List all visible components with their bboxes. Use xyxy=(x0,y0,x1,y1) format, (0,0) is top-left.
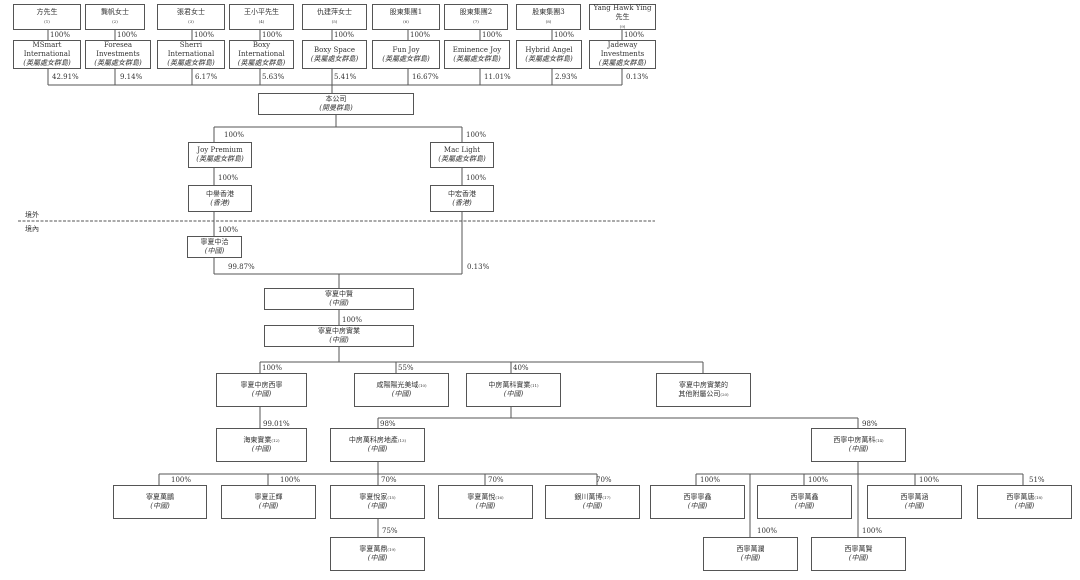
entity-xianyang: 咸陽陽光美域(10)(中國) xyxy=(354,373,449,407)
entity-zhonghong-hk: 中宏香港(香港) xyxy=(430,185,494,212)
pct-wanbo: 70% xyxy=(596,476,612,484)
shareholder-group-3: 股東集團3(8) xyxy=(516,4,581,30)
entity-yinchuan-wanbo: 銀川萬博(17)(中國) xyxy=(545,485,640,519)
entity-ningxia-wanpeng: 寧夏萬鵬(中國) xyxy=(113,485,207,519)
stake-pct: 2.93% xyxy=(555,73,578,81)
holding-pct: 100% xyxy=(194,31,215,39)
pct-joy-premium: 100% xyxy=(224,131,245,139)
entity-other-subsidiaries: 寧夏中房實業的其他附屬公司(20) xyxy=(656,373,751,407)
vehicle-boxy-space: Boxy Space(英屬處女群島) xyxy=(302,40,367,69)
entity-ningxia-wanding: 寧夏萬鼎(19)(中國) xyxy=(330,537,425,571)
pct-wanpeng: 100% xyxy=(171,476,192,484)
entity-xining-wanxin: 西寧萬鑫(中國) xyxy=(757,485,852,519)
stake-pct: 6.17% xyxy=(195,73,218,81)
offshore-label: 境外 xyxy=(25,211,39,219)
holding-pct: 100% xyxy=(334,31,355,39)
holding-pct: 100% xyxy=(624,31,645,39)
pct-ningxia-zf-shiye: 100% xyxy=(342,316,363,324)
onshore-label: 境內 xyxy=(25,225,39,233)
entity-xining-ningxin: 西寧寧鑫(中國) xyxy=(650,485,745,519)
entity-haidong: 海東實業(12)(中國) xyxy=(216,428,307,462)
vehicle-hybrid-angel: Hybrid Angel(英屬處女群島) xyxy=(516,40,582,69)
pct-wanding: 75% xyxy=(382,527,398,535)
shareholder-group-2: 股東集團2(7) xyxy=(444,4,508,30)
entity-zf-wanke-shiye: 中房萬科實業(11)(中國) xyxy=(466,373,561,407)
entity-xining-wanxian: 西寧萬賢(中國) xyxy=(811,537,906,571)
entity-joy-premium: Joy Premium(英屬處女群島) xyxy=(188,142,252,168)
pct-xianyang: 55% xyxy=(398,364,414,372)
shareholder-zhang: 張君女士(3) xyxy=(157,4,225,30)
stake-pct: 5.41% xyxy=(334,73,357,81)
entity-zhongyu-hk: 中譽香港(香港) xyxy=(188,185,252,212)
pct-wanlan: 100% xyxy=(757,527,778,535)
stake-pct: 16.67% xyxy=(412,73,439,81)
pct-zhenghui: 100% xyxy=(280,476,301,484)
vehicle-fun-joy: Fun Joy(英屬處女群島) xyxy=(372,40,440,69)
entity-xining-wantang: 西寧萬唐(18)(中國) xyxy=(977,485,1072,519)
stake-pct: 5.63% xyxy=(262,73,285,81)
pct-mac-light: 100% xyxy=(466,131,487,139)
entity-xining-zf-wanke: 西寧中房萬科(14)(中國) xyxy=(811,428,906,462)
pct-wantang: 51% xyxy=(1029,476,1045,484)
holding-pct: 100% xyxy=(410,31,431,39)
holding-pct: 100% xyxy=(50,31,71,39)
pct-ningxia-zhongqia: 100% xyxy=(218,226,239,234)
pct-zf-wanke-shiye: 40% xyxy=(513,364,529,372)
shareholder-gong: 龔帆女士(2) xyxy=(85,4,145,30)
vehicle-eminence-joy: Eminence Joy(英屬處女群島) xyxy=(444,40,510,69)
pct-yuejia: 70% xyxy=(381,476,397,484)
shareholder-group-1: 股東集團1(6) xyxy=(372,4,440,30)
entity-mac-light: Mac Light(英屬處女群島) xyxy=(430,142,494,168)
holding-pct: 100% xyxy=(262,31,283,39)
stake-pct: 42.91% xyxy=(52,73,79,81)
entity-xining-wanlan: 西寧萬瀾(中國) xyxy=(703,537,798,571)
entity-xining-wanhan: 西寧萬涵(中國) xyxy=(867,485,962,519)
entity-ningxia-zf-xining: 寧夏中房西寧(中國) xyxy=(216,373,307,407)
shareholder-wang: 王小平先生(4) xyxy=(229,4,294,30)
shareholder-fang: 方先生(1) xyxy=(13,4,81,30)
pct-wanxian: 100% xyxy=(862,527,883,535)
entity-ningxia-zhenghui: 寧夏正輝(中國) xyxy=(221,485,316,519)
entity-ningxia-zf-shiye: 寧夏中房實業(中國) xyxy=(264,325,414,347)
pct-wanyue: 70% xyxy=(488,476,504,484)
entity-ningxia-yuejia: 寧夏悅家(15)(中國) xyxy=(330,485,425,519)
pct-zhongyu-hk: 100% xyxy=(218,174,239,182)
pct-ningxin: 100% xyxy=(700,476,721,484)
stake-pct: 0.13% xyxy=(626,73,649,81)
pct-xining-zf-wanke: 98% xyxy=(862,420,878,428)
pct-99-87: 99.87% xyxy=(228,263,255,271)
holding-pct: 100% xyxy=(554,31,575,39)
pct-wanhan: 100% xyxy=(919,476,940,484)
stake-pct: 11.01% xyxy=(484,73,511,81)
holding-pct: 100% xyxy=(117,31,138,39)
entity-ningxia-zhongqia: 寧夏中洽(中國) xyxy=(187,236,242,258)
entity-zf-wanke-dichan: 中房萬科房地產(13)(中國) xyxy=(330,428,425,462)
entity-company: 本公司(開曼群島) xyxy=(258,93,414,115)
entity-ningxia-zhongxian: 寧夏中賢(中國) xyxy=(264,288,414,310)
stake-pct: 9.14% xyxy=(120,73,143,81)
pct-0-13: 0.13% xyxy=(467,263,490,271)
pct-zf-xining: 100% xyxy=(262,364,283,372)
shareholder-qiu: 仇建萍女士(5) xyxy=(302,4,367,30)
pct-wanxin: 100% xyxy=(808,476,829,484)
entity-ningxia-wanyue: 寧夏萬悅(16)(中國) xyxy=(438,485,533,519)
pct-haidong: 99.01% xyxy=(263,420,290,428)
shareholder-yang: Yang Hawk Ying 先生(9) xyxy=(589,4,656,30)
holding-pct: 100% xyxy=(482,31,503,39)
pct-zf-wanke-dichan: 98% xyxy=(380,420,396,428)
pct-zhonghong-hk: 100% xyxy=(466,174,487,182)
